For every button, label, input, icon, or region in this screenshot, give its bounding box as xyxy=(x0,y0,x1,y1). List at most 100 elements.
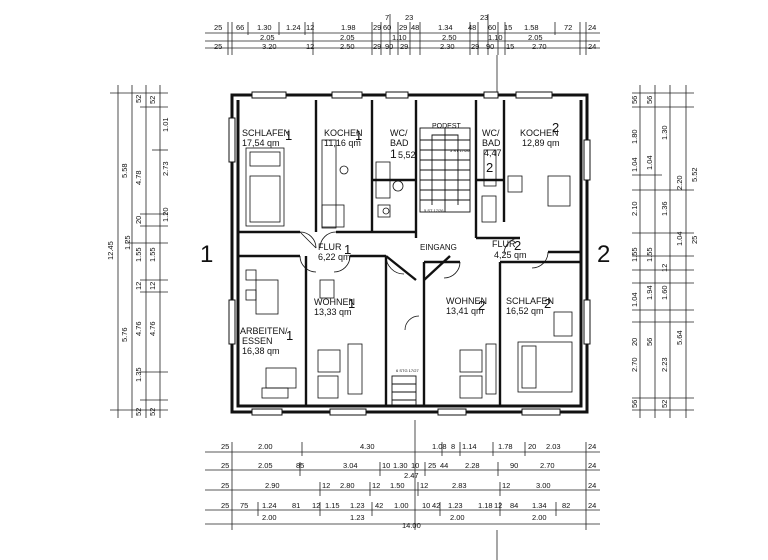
svg-text:5.64: 5.64 xyxy=(675,330,684,345)
svg-text:2.70: 2.70 xyxy=(540,461,555,470)
svg-text:3.00: 3.00 xyxy=(536,481,551,490)
eingang-label: EINGANG xyxy=(420,243,457,252)
svg-text:24: 24 xyxy=(588,461,596,470)
svg-text:2.90: 2.90 xyxy=(265,481,280,490)
svg-text:60: 60 xyxy=(488,23,496,32)
svg-text:90: 90 xyxy=(510,461,518,470)
svg-text:12.45: 12.45 xyxy=(106,241,115,260)
svg-text:48: 48 xyxy=(411,23,419,32)
unit-label-right: 2 xyxy=(597,241,610,268)
svg-text:2.10: 2.10 xyxy=(630,201,639,216)
svg-text:12: 12 xyxy=(660,264,669,272)
svg-text:1.34: 1.34 xyxy=(438,23,453,32)
svg-text:24: 24 xyxy=(588,42,596,51)
room-bad-2: WC/ BAD 4,47 2 xyxy=(482,128,502,175)
svg-text:4.78: 4.78 xyxy=(134,170,143,185)
svg-text:1.04: 1.04 xyxy=(675,231,684,246)
svg-text:12: 12 xyxy=(306,23,314,32)
svg-text:2: 2 xyxy=(552,120,559,135)
svg-text:25: 25 xyxy=(221,442,229,451)
svg-text:4,25 qm: 4,25 qm xyxy=(494,250,527,260)
svg-text:25: 25 xyxy=(428,461,436,470)
svg-text:ESSEN: ESSEN xyxy=(242,336,273,346)
staircase xyxy=(391,127,471,407)
svg-text:15: 15 xyxy=(506,42,514,51)
svg-text:23: 23 xyxy=(480,13,488,22)
svg-text:4.30: 4.30 xyxy=(360,442,375,451)
svg-text:1.50: 1.50 xyxy=(390,481,405,490)
svg-text:1.34: 1.34 xyxy=(532,501,547,510)
svg-text:1: 1 xyxy=(344,242,351,257)
svg-text:4,47: 4,47 xyxy=(484,148,502,158)
svg-text:12: 12 xyxy=(148,282,157,290)
svg-text:2.05: 2.05 xyxy=(260,33,275,42)
svg-text:42: 42 xyxy=(375,501,383,510)
svg-text:24: 24 xyxy=(588,481,596,490)
svg-text:1.18: 1.18 xyxy=(478,501,493,510)
svg-text:1.78: 1.78 xyxy=(498,442,513,451)
svg-text:1.20: 1.20 xyxy=(161,207,170,222)
svg-text:BAD: BAD xyxy=(390,138,409,148)
room-bad-1: WC/ BAD 1 5,52 xyxy=(390,128,416,161)
svg-text:2.05: 2.05 xyxy=(528,33,543,42)
left-dimension-text: 12.45 5.58 5.76 52 4.78 20 1.55 1.25 12 … xyxy=(106,95,170,416)
svg-text:2.47: 2.47 xyxy=(404,471,419,480)
svg-text:2.70: 2.70 xyxy=(532,42,547,51)
svg-text:15: 15 xyxy=(504,23,512,32)
svg-text:2.05: 2.05 xyxy=(340,33,355,42)
svg-text:12: 12 xyxy=(312,501,320,510)
svg-text:25: 25 xyxy=(690,236,699,244)
svg-text:56: 56 xyxy=(630,400,639,408)
podest-label: PODEST xyxy=(432,123,462,130)
svg-text:2.00: 2.00 xyxy=(258,442,273,451)
room-flur-2: FLUR 2 4,25 qm xyxy=(492,238,527,260)
svg-text:12: 12 xyxy=(420,481,428,490)
svg-text:WOHNEN: WOHNEN xyxy=(446,296,487,306)
svg-text:13,41 qm: 13,41 qm xyxy=(446,306,484,316)
svg-text:1.08: 1.08 xyxy=(432,442,447,451)
svg-text:2: 2 xyxy=(478,298,485,313)
svg-text:WC/: WC/ xyxy=(390,128,408,138)
bottom-dimensions xyxy=(205,420,600,560)
svg-text:1.23: 1.23 xyxy=(350,501,365,510)
stair-note-3: 6 STG 17/27 xyxy=(396,368,419,373)
svg-text:2: 2 xyxy=(544,296,551,311)
interior-walls xyxy=(238,100,581,406)
svg-text:13,33 qm: 13,33 qm xyxy=(314,307,352,317)
svg-text:4.76: 4.76 xyxy=(134,321,143,336)
bottom-dimension-text: 25 2.00 4.30 1.08 8 1.14 1.78 20 2.03 24… xyxy=(221,442,596,530)
svg-text:4.76: 4.76 xyxy=(148,321,157,336)
svg-text:72: 72 xyxy=(564,23,572,32)
svg-text:10: 10 xyxy=(422,501,430,510)
svg-text:12: 12 xyxy=(134,282,143,290)
svg-text:2.00: 2.00 xyxy=(450,513,465,522)
svg-text:20: 20 xyxy=(134,216,143,224)
svg-text:1.00: 1.00 xyxy=(394,501,409,510)
svg-text:FLUR: FLUR xyxy=(492,239,516,249)
room-arbeiten-essen-1: ARBEITEN/ ESSEN 1 16,38 qm xyxy=(240,326,293,356)
svg-text:20: 20 xyxy=(528,442,536,451)
svg-text:2.70: 2.70 xyxy=(630,357,639,372)
furniture xyxy=(245,139,573,399)
svg-text:90: 90 xyxy=(486,42,494,51)
svg-text:5,52: 5,52 xyxy=(398,150,416,160)
room-kochen-1: KOCHEN 1 11,16 qm xyxy=(324,128,363,148)
left-dimensions xyxy=(110,85,168,418)
svg-text:1: 1 xyxy=(286,328,293,343)
unit-label-left: 1 xyxy=(200,241,213,268)
svg-text:1.04: 1.04 xyxy=(630,292,639,307)
svg-text:1.55: 1.55 xyxy=(148,247,157,262)
svg-text:16,52 qm: 16,52 qm xyxy=(506,306,544,316)
svg-text:WOHNEN: WOHNEN xyxy=(314,297,355,307)
svg-text:5.52: 5.52 xyxy=(690,167,699,182)
svg-text:5.76: 5.76 xyxy=(120,327,129,342)
svg-text:29: 29 xyxy=(400,42,408,51)
svg-text:2.30: 2.30 xyxy=(440,42,455,51)
svg-text:1.55: 1.55 xyxy=(630,247,639,262)
svg-text:2: 2 xyxy=(486,160,493,175)
svg-text:1.35: 1.35 xyxy=(134,367,143,382)
svg-text:2.73: 2.73 xyxy=(161,161,170,176)
svg-text:6,22 qm: 6,22 qm xyxy=(318,252,351,262)
svg-text:52: 52 xyxy=(660,400,669,408)
